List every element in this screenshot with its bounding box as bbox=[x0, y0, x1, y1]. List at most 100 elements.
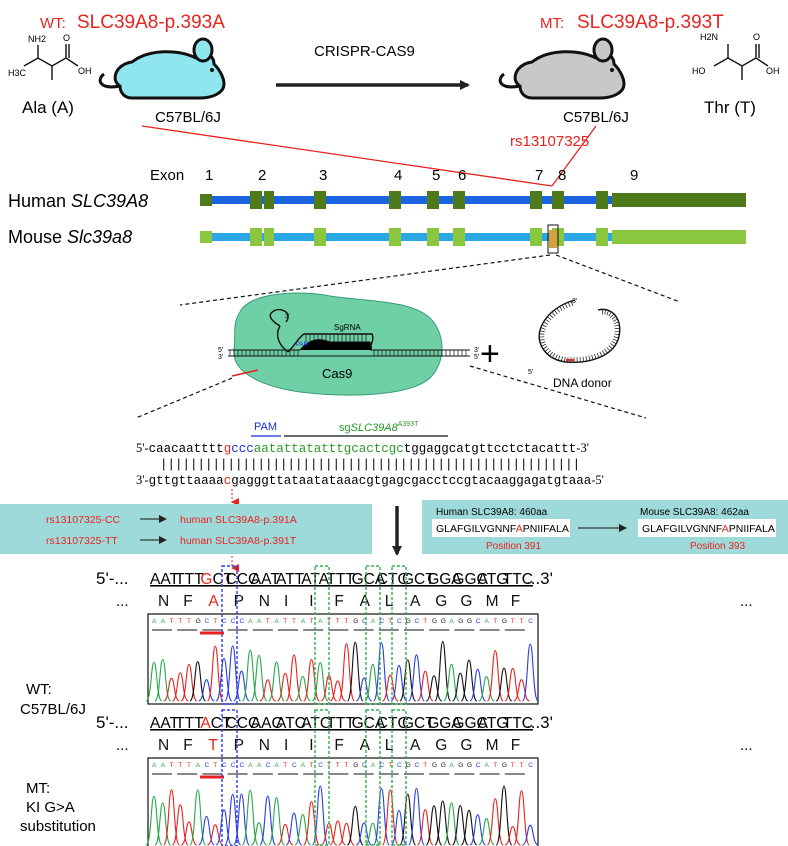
mt-trace-base: T bbox=[327, 762, 331, 769]
zoom-line-left bbox=[179, 254, 551, 306]
bot-seq-b: gagggttataatataaacgtgagcgacctccgtacaagga… bbox=[231, 474, 592, 488]
donor-tick bbox=[559, 306, 563, 311]
bot-seq-a: gttgttaaaa bbox=[149, 474, 225, 488]
mt-trace-base: A bbox=[485, 762, 490, 769]
top-seq-a: caacaatttt bbox=[149, 442, 224, 456]
donor-tick bbox=[585, 356, 588, 362]
mt-peak bbox=[154, 802, 172, 846]
wt-trace-base: T bbox=[327, 618, 331, 625]
mt-peak bbox=[294, 813, 312, 846]
wt-peak bbox=[329, 680, 346, 702]
mt-trace-base: A bbox=[301, 762, 306, 769]
mt-codon: ACT bbox=[200, 715, 232, 732]
mt-peak bbox=[241, 789, 259, 846]
mt-codon: GCT bbox=[402, 715, 435, 732]
wt-strain-label: C57BL/6J bbox=[20, 701, 86, 718]
wt-peak bbox=[521, 643, 539, 702]
donor-tick bbox=[552, 353, 556, 358]
wt-title-group: WT: SLC39A8-p.393A bbox=[40, 12, 225, 33]
wt-trace-base: G bbox=[406, 618, 411, 625]
mt-trace-base: A bbox=[248, 762, 253, 769]
wt-codon: ATG bbox=[478, 571, 509, 588]
donor-tick bbox=[542, 345, 548, 350]
bot-3prime: 3'- bbox=[136, 473, 149, 487]
wt-peak bbox=[285, 654, 303, 702]
donor-tick bbox=[549, 314, 554, 319]
wt-trace-base: A bbox=[301, 618, 306, 625]
sg-superscript: A393T bbox=[398, 421, 419, 428]
wt-codon: GGC bbox=[452, 571, 487, 588]
mt-trace-base: G bbox=[441, 762, 446, 769]
wt-peak bbox=[373, 642, 390, 702]
donor-tick bbox=[541, 324, 547, 328]
wt-trace-base: A bbox=[318, 618, 323, 625]
mt-amino-acid: F bbox=[511, 737, 520, 754]
mt-peak bbox=[486, 798, 504, 846]
mt-trace-base: C bbox=[415, 762, 420, 769]
zoom-line-right bbox=[555, 254, 681, 303]
wt-peak bbox=[233, 670, 250, 702]
pam-small-label: PAM bbox=[296, 342, 309, 348]
wt-mut-base: G bbox=[200, 571, 212, 588]
wt-trace-base: A bbox=[152, 618, 157, 625]
mt-trace-base: G bbox=[432, 762, 437, 769]
mt-trace-base: T bbox=[423, 762, 427, 769]
donor-tick bbox=[540, 327, 546, 330]
wt-trace-base: T bbox=[423, 618, 427, 625]
mt-lead: 5'-... bbox=[96, 713, 129, 732]
mt-label: MT: bbox=[26, 780, 50, 797]
thr-label: Thr (T) bbox=[704, 98, 756, 117]
sg-prefix: sg bbox=[339, 422, 351, 434]
sgrna-3prime: 3' bbox=[285, 314, 289, 320]
ala-oh: OH bbox=[78, 66, 92, 76]
human-protein-seq: GLAFGILVGNNFAPNIIFALA bbox=[436, 523, 569, 535]
human-exon bbox=[427, 191, 439, 209]
mt-trace-base: T bbox=[520, 762, 524, 769]
donor-tick bbox=[611, 341, 617, 345]
wt-trace-base: G bbox=[467, 618, 472, 625]
wt-aa-tail: ... bbox=[740, 593, 753, 610]
wt-trace-base: T bbox=[178, 618, 182, 625]
mt-trace-base: A bbox=[161, 762, 166, 769]
bottom-strand: 3'-gttgttaaaacgagggttataatataaacgtgagcga… bbox=[136, 473, 604, 488]
exon-number-4: 4 bbox=[394, 167, 402, 184]
wt-trace-base: T bbox=[170, 618, 174, 625]
donor-tick bbox=[606, 310, 609, 316]
mt-chromatogram-frame bbox=[147, 757, 539, 846]
wt-amino-acid: M bbox=[486, 593, 499, 610]
mouse-protein-seq: GLAFGILVGNNFAPNIIFALA bbox=[642, 523, 775, 535]
mt-trace-base: A bbox=[450, 762, 455, 769]
wt-peak bbox=[478, 675, 495, 702]
wt-trace-base: T bbox=[493, 618, 497, 625]
wt-peak bbox=[172, 672, 189, 702]
mt-amino-acid: L bbox=[385, 737, 394, 754]
mt-codon: AAT bbox=[150, 715, 180, 732]
wt-codon: GCT bbox=[402, 571, 435, 588]
donor-tick bbox=[608, 345, 613, 350]
donor-3prime: 3' bbox=[572, 298, 577, 305]
mt-trace-base: G bbox=[502, 762, 507, 769]
mouse-exon bbox=[612, 230, 746, 244]
mt-ki-label: KI G>A bbox=[26, 799, 75, 816]
donor-label: DNA donor bbox=[553, 376, 612, 390]
human-seq-b: PNIIFALA bbox=[523, 523, 569, 535]
wt-codon-highlight-2 bbox=[365, 565, 381, 705]
top-5prime: 5'- bbox=[136, 441, 149, 455]
cas9-label: Cas9 bbox=[322, 366, 352, 381]
snp-row1-left: rs13107325-CC bbox=[46, 514, 121, 526]
wt-trace-base: C bbox=[476, 618, 481, 625]
dna-donor-ticks bbox=[539, 301, 620, 363]
mt-substitution-label: substitution bbox=[20, 818, 96, 835]
wt-peak bbox=[154, 658, 172, 702]
wt-codon: CCC bbox=[226, 571, 260, 588]
donor-tick bbox=[541, 343, 547, 347]
exon-number-6: 6 bbox=[458, 167, 466, 184]
wt-amino-acid: F bbox=[334, 593, 343, 610]
mt-codon: ATC bbox=[276, 715, 306, 732]
mt-codon: GGC bbox=[452, 715, 487, 732]
donor-tick bbox=[544, 348, 550, 352]
wt-codon: GCA bbox=[352, 571, 386, 588]
donor-tick bbox=[596, 352, 600, 358]
snp-label: rs13107325 bbox=[510, 133, 589, 150]
mt-peak bbox=[207, 824, 224, 846]
